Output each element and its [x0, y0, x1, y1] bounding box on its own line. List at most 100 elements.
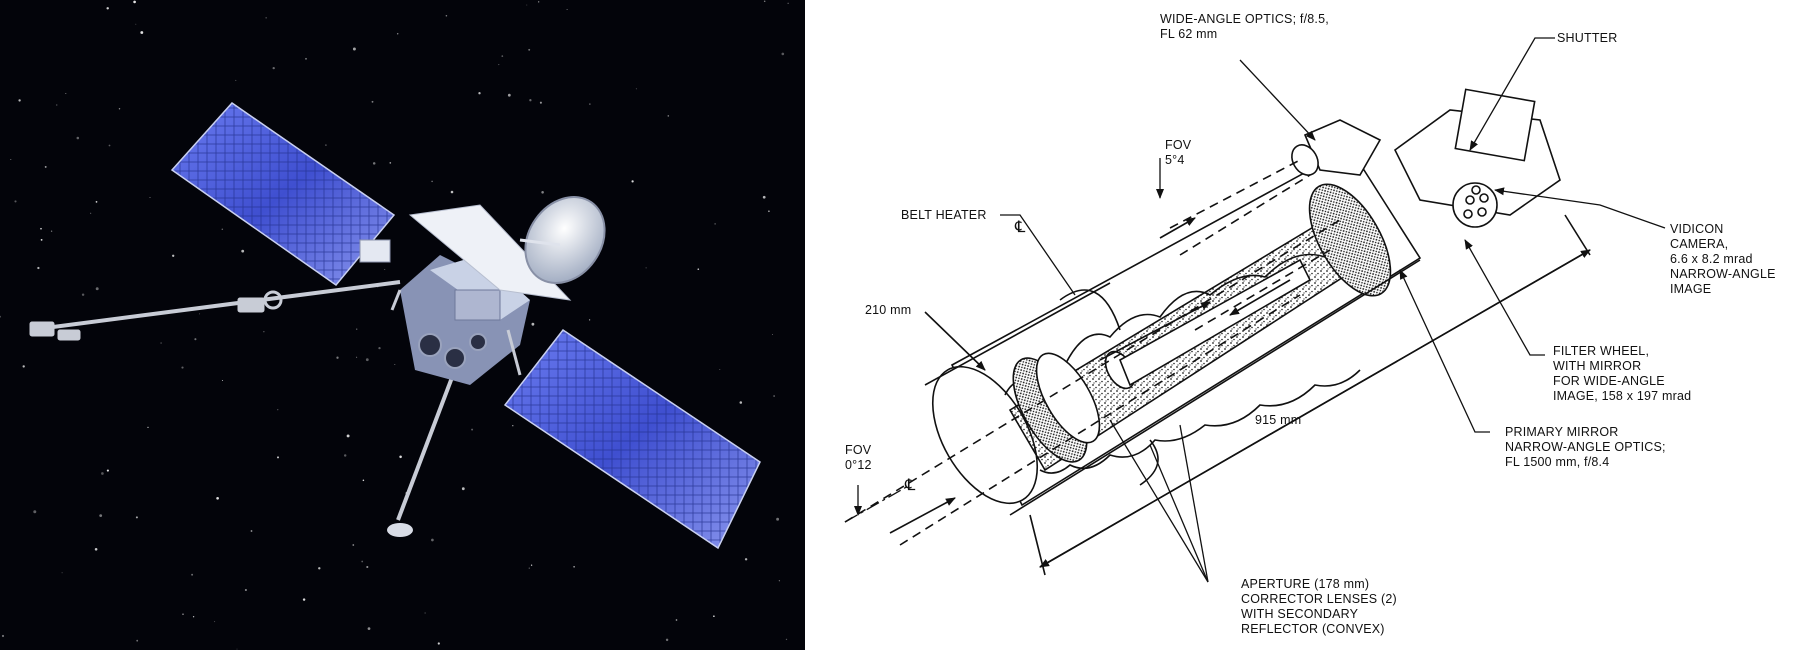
star [221, 379, 224, 382]
telescope-cutaway-drawing [844, 37, 1666, 583]
star [191, 573, 194, 576]
label-line: SHUTTER [1557, 31, 1618, 45]
ray-arrow [1229, 279, 1291, 316]
fov-bottom-label: FOV 0°12 [845, 443, 872, 473]
length-label: 915 mm [1255, 413, 1301, 428]
high-gain-antenna [519, 196, 606, 284]
star [667, 115, 670, 117]
star [276, 456, 280, 459]
label-line: APERTURE (178 mm) [1241, 577, 1370, 591]
star [95, 201, 98, 203]
length-dimension [1029, 214, 1591, 576]
star [199, 313, 201, 315]
star [531, 322, 535, 326]
star [108, 144, 111, 147]
star [450, 190, 454, 194]
star [768, 210, 770, 213]
label-line: FOV [845, 443, 872, 457]
star [498, 64, 500, 66]
star [343, 454, 347, 457]
star [528, 567, 530, 569]
star [573, 566, 575, 568]
shutter-label: SHUTTER [1557, 31, 1617, 46]
star [529, 99, 532, 102]
star [367, 627, 371, 630]
star [118, 108, 121, 110]
star [101, 472, 104, 475]
telescope-tube [924, 88, 1561, 516]
star [365, 358, 369, 362]
label-line: WIDE-ANGLE OPTICS; f/8.5, [1160, 12, 1329, 26]
star [10, 158, 12, 161]
star [147, 426, 149, 429]
star [305, 57, 307, 60]
star [76, 136, 80, 140]
star [135, 23, 137, 25]
star [182, 613, 184, 615]
label-line: 6.6 x 8.2 mrad [1670, 252, 1753, 266]
star [361, 560, 364, 563]
star [471, 428, 474, 431]
star [744, 558, 748, 561]
star [50, 230, 53, 232]
telescope-diagram: WIDE-ANGLE OPTICS; f/8.5, FL 62 mm SHUTT… [805, 0, 1800, 650]
ray-arrow [889, 497, 956, 534]
star [318, 567, 321, 570]
filter-wheel-label: FILTER WHEEL, WITH MIRROR FOR WIDE-ANGLE… [1553, 344, 1691, 404]
star [194, 338, 197, 341]
star [566, 8, 568, 11]
star [244, 588, 247, 592]
label-line: CAMERA, [1670, 237, 1729, 251]
star [785, 638, 788, 641]
star-field [0, 0, 789, 650]
label-line: VIDICON [1670, 222, 1724, 236]
star [528, 48, 531, 51]
optical-rays [844, 159, 1341, 546]
star [94, 548, 98, 551]
label-line: FL 1500 mm, f/8.4 [1505, 455, 1610, 469]
star [778, 580, 781, 582]
star [214, 621, 216, 623]
star [250, 530, 253, 532]
star [665, 638, 669, 642]
star [356, 328, 358, 330]
star [95, 287, 99, 291]
star [697, 268, 700, 271]
label-line: WITH MIRROR [1553, 359, 1642, 373]
label-line: FOR WIDE-ANGLE [1553, 374, 1665, 388]
star [396, 33, 399, 35]
star [265, 17, 267, 19]
star [33, 510, 37, 514]
belt-heater-label: BELT HEATER [901, 208, 987, 223]
label-line: PRIMARY MIRROR [1505, 425, 1619, 439]
star [787, 2, 789, 4]
diameter-dimension [924, 311, 986, 371]
star [773, 395, 775, 397]
star [763, 0, 766, 2]
wide-angle-optics-label: WIDE-ANGLE OPTICS; f/8.5, FL 62 mm [1160, 12, 1329, 42]
star [739, 401, 743, 404]
aperture-label: APERTURE (178 mm) CORRECTOR LENSES (2) W… [1241, 577, 1397, 637]
star [133, 0, 136, 4]
star [389, 162, 392, 164]
star [399, 455, 402, 459]
lower-solar-panel [503, 328, 761, 550]
star [675, 619, 678, 621]
star [781, 52, 785, 56]
star [37, 266, 40, 270]
magnetometer-boom [29, 280, 401, 341]
centerline-symbol-top: ℄ [1015, 219, 1026, 236]
label-line: NARROW-ANGLE [1670, 267, 1776, 281]
star [106, 7, 109, 10]
star [236, 648, 238, 650]
label-line: REFLECTOR (CONVEX) [1241, 622, 1385, 636]
star [776, 517, 780, 521]
label-line: 210 mm [865, 303, 912, 317]
star [714, 223, 716, 225]
star [631, 180, 634, 183]
star [635, 88, 637, 90]
star [56, 104, 58, 106]
star [541, 191, 544, 194]
star [539, 101, 542, 104]
star [437, 642, 440, 645]
